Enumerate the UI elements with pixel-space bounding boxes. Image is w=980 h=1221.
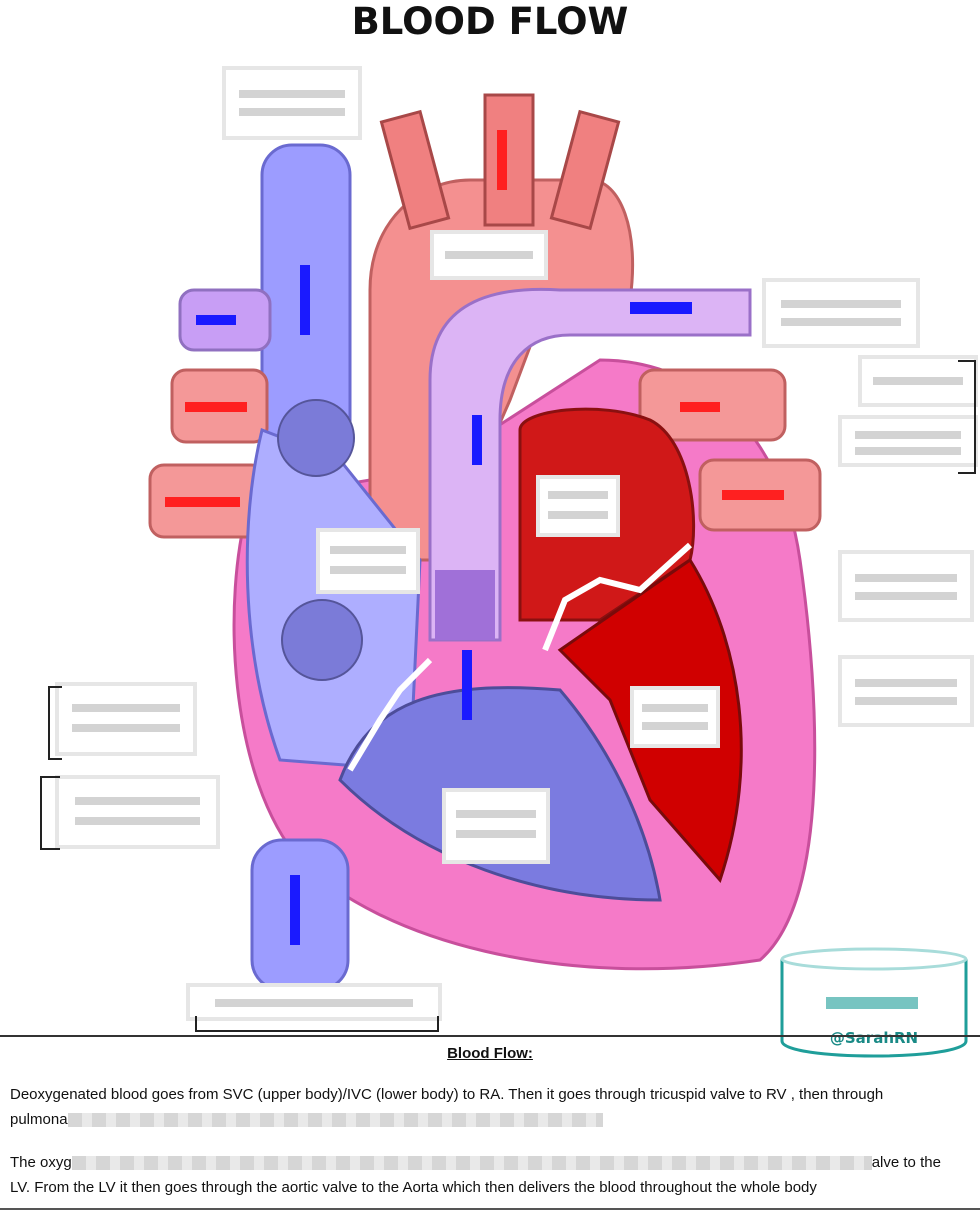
tricuspid-valve [347,657,433,772]
section-divider [0,1035,980,1037]
label-box-right-top [762,278,920,348]
redacted-text [71,1156,872,1171]
heart-diagram [0,50,980,1040]
label-box-right-ventricle [442,788,550,864]
label-box-right-2 [858,355,978,407]
heart-illustration [148,93,822,992]
paragraph-1-line-2-start: pulmona [10,1111,68,1128]
paragraph-1: Deoxygenated blood goes from SVC (upper … [10,1082,965,1132]
mitral-valve [542,542,693,652]
pulmonary-valve [435,570,495,640]
aortic-branch-1 [379,109,451,231]
label-box-left-2 [55,775,220,849]
bracket-right-1 [958,360,976,474]
bracket-left-2 [40,776,60,850]
vessel-opening-lower [281,599,363,681]
redacted-text [67,1113,603,1128]
right-atrium [245,427,422,772]
bracket-left-1 [48,686,62,760]
section-heading: Blood Flow: [447,1045,533,1062]
aortic-branch-3 [549,109,621,231]
label-box-right-5 [838,655,974,727]
vessel-opening-upper [277,399,355,477]
watermark-handle: @SarahRN [829,1029,919,1047]
paragraph-2-line-1-start: The oxyg [10,1154,72,1171]
label-box-right-atrium [316,528,420,594]
mug-icon [780,947,968,1058]
label-box-left-atrium [536,475,620,537]
watermark: @SarahRN [778,945,970,1073]
paragraph-2-line-2: LV. From the LV it then goes through the… [10,1179,817,1196]
label-box-bottom [186,983,442,1021]
aortic-branch-2 [483,93,535,227]
bracket-bottom [195,1016,439,1032]
label-box-left-ventricle [630,686,720,748]
label-box-right-4 [838,550,974,622]
page-title: BLOOD FLOW [351,0,629,43]
paragraph-2-line-1-end: alve to the [871,1154,941,1171]
label-box-aorta [430,230,548,280]
label-box-top-left [222,66,362,140]
paragraph-1-line-1: Deoxygenated blood goes from SVC (upper … [10,1086,884,1103]
label-box-left-1 [55,682,197,756]
paragraph-2: The oxyg alve to the LV. From the LV it t… [10,1150,965,1200]
bottom-border [0,1208,980,1210]
label-box-right-3 [838,415,978,467]
